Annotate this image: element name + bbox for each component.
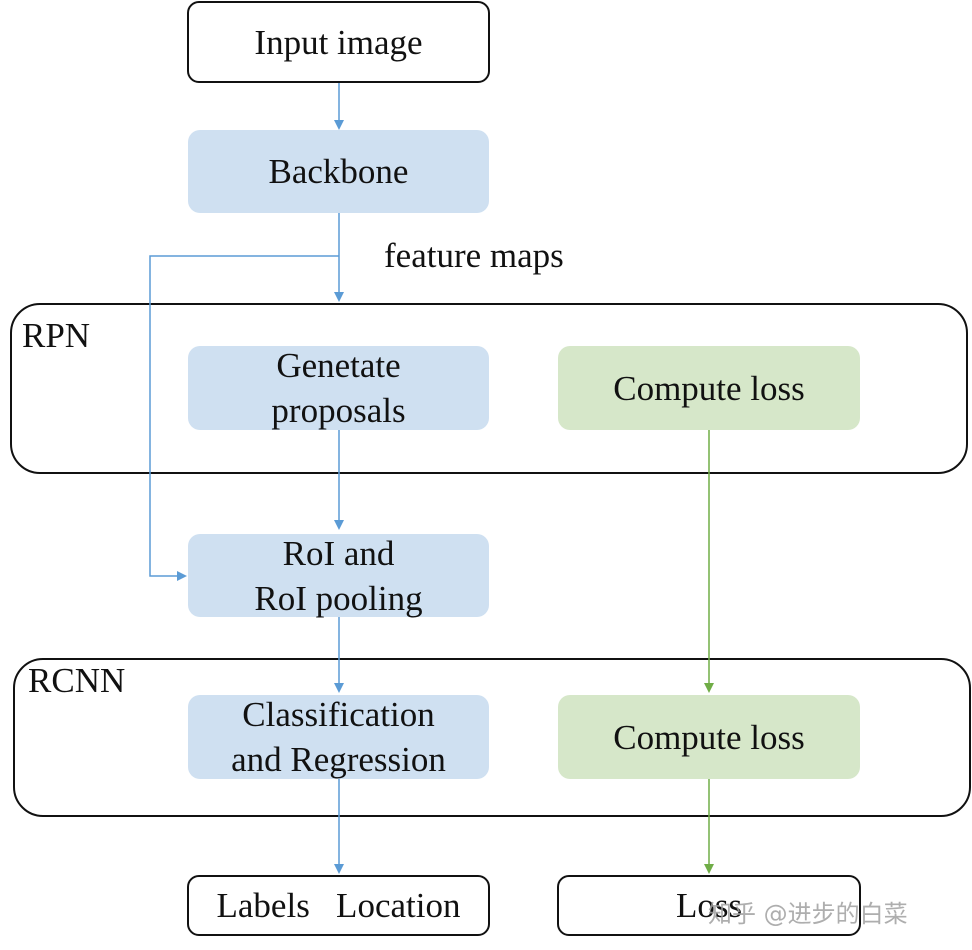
rcnn-group bbox=[13, 658, 971, 817]
rcnn-group-label: RCNN bbox=[28, 661, 126, 700]
roi-pooling-node: RoI and RoI pooling bbox=[188, 534, 489, 618]
edge-feature-maps-to-roi bbox=[149, 255, 339, 581]
rcnn-compute-loss-node: Compute loss bbox=[558, 695, 860, 779]
input-image-node: Input image bbox=[187, 1, 490, 83]
rpn-compute-loss-node: Compute loss bbox=[558, 346, 860, 430]
generate-proposals-node: Genetate proposals bbox=[188, 346, 489, 430]
rpn-group bbox=[10, 303, 968, 474]
rpn-group-label: RPN bbox=[22, 316, 91, 355]
feature-maps-label: feature maps bbox=[384, 236, 564, 275]
labels-location-node: Labels Location bbox=[187, 875, 490, 936]
watermark: 知乎 @进步的白菜 bbox=[708, 900, 908, 928]
loss-node: Loss bbox=[557, 875, 861, 936]
classification-regression-node: Classification and Regression bbox=[188, 695, 489, 779]
backbone-node: Backbone bbox=[188, 130, 489, 213]
